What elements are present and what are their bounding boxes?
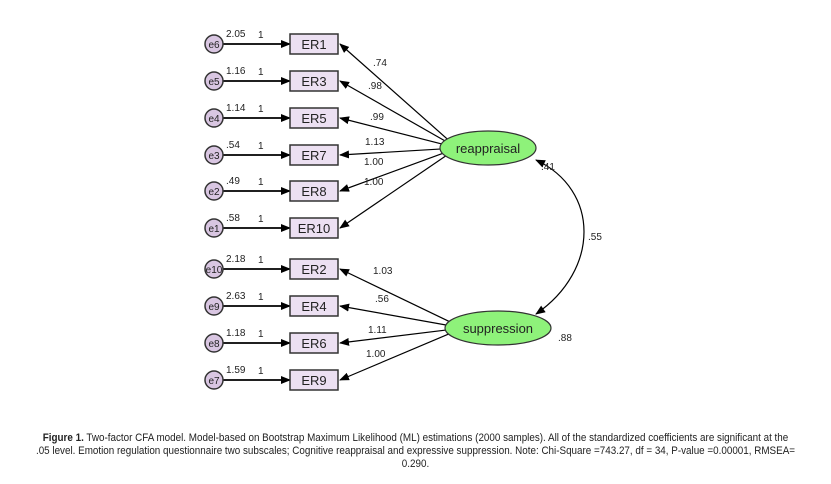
indicator-label: ER3 bbox=[301, 74, 326, 89]
indicator-label: ER4 bbox=[301, 299, 326, 314]
factor-loading-arrow bbox=[339, 153, 449, 229]
error-variance-label: 1.18 bbox=[226, 328, 246, 339]
fixed-path-label: 1 bbox=[258, 255, 264, 266]
error-term-e9 bbox=[204, 296, 224, 316]
indicator-box-er5 bbox=[289, 107, 339, 129]
error-term-label: e9 bbox=[208, 302, 220, 313]
error-term-label: e1 bbox=[208, 224, 220, 235]
error-term-e1 bbox=[204, 218, 224, 238]
loading-label: 1.00 bbox=[364, 177, 384, 188]
error-term-label: e5 bbox=[208, 77, 220, 88]
latent-label: reappraisal bbox=[456, 141, 520, 156]
indicator-label: ER6 bbox=[301, 336, 326, 351]
indicator-label: ER5 bbox=[301, 111, 326, 126]
error-variance-label: 1.16 bbox=[226, 66, 246, 77]
indicator-box-er4 bbox=[289, 295, 339, 317]
error-term-e8 bbox=[204, 333, 224, 353]
latent-suppression bbox=[444, 310, 552, 346]
factor-loading-arrow bbox=[339, 150, 449, 192]
indicator-box-er2 bbox=[289, 258, 339, 280]
error-variance-label: .49 bbox=[226, 176, 240, 187]
error-term-e3 bbox=[204, 145, 224, 165]
factor-loading-arrow bbox=[339, 331, 454, 381]
error-variance-label: .54 bbox=[226, 140, 240, 151]
latent-variance-label: .88 bbox=[558, 333, 572, 344]
covariance-arrow bbox=[535, 159, 585, 315]
factor-loading-arrow bbox=[339, 268, 454, 324]
loading-label: .74 bbox=[373, 58, 387, 69]
error-variance-label: 2.63 bbox=[226, 291, 246, 302]
fixed-path-label: 1 bbox=[258, 329, 264, 340]
indicator-box-er6 bbox=[289, 332, 339, 354]
caption-text: Two-factor CFA model. Model-based on Boo… bbox=[35, 432, 796, 470]
indicator-box-er1 bbox=[289, 33, 339, 55]
indicator-label: ER1 bbox=[301, 37, 326, 52]
factor-loading-arrow bbox=[339, 328, 454, 346]
loading-label: 1.03 bbox=[373, 266, 393, 277]
caption-label: Figure 1. bbox=[42, 432, 84, 444]
error-term-e4 bbox=[204, 108, 224, 128]
fixed-path-label: 1 bbox=[258, 67, 264, 78]
covariance-label: .55 bbox=[588, 232, 602, 243]
indicator-box-er10 bbox=[289, 217, 339, 239]
loading-label: .56 bbox=[375, 294, 389, 305]
error-variance-label: 1.59 bbox=[226, 365, 246, 376]
factor-loading-arrow bbox=[339, 303, 454, 327]
indicator-label: ER8 bbox=[301, 184, 326, 199]
error-variance-label: 2.05 bbox=[226, 29, 246, 40]
loading-label: .99 bbox=[370, 112, 384, 123]
error-term-e5 bbox=[204, 71, 224, 91]
fixed-path-label: 1 bbox=[258, 214, 264, 225]
indicator-label: ER9 bbox=[301, 373, 326, 388]
factor-loading-arrow bbox=[339, 43, 449, 141]
latent-label: suppression bbox=[463, 321, 533, 336]
figure-caption: Figure 1. Two-factor CFA model. Model-ba… bbox=[35, 432, 797, 471]
loading-label: 1.00 bbox=[364, 157, 384, 168]
latent-variance-label: .41 bbox=[541, 162, 555, 173]
fixed-path-label: 1 bbox=[258, 30, 264, 41]
error-term-e6 bbox=[204, 34, 224, 54]
error-term-label: e6 bbox=[208, 40, 220, 51]
factor-loading-arrow bbox=[339, 80, 449, 144]
error-term-e2 bbox=[204, 181, 224, 201]
error-variance-label: 2.18 bbox=[226, 254, 246, 265]
error-variance-label: .58 bbox=[226, 213, 240, 224]
error-term-e7 bbox=[204, 370, 224, 390]
error-term-label: e7 bbox=[208, 376, 220, 387]
indicator-box-er9 bbox=[289, 369, 339, 391]
error-variance-label: 1.14 bbox=[226, 103, 246, 114]
loading-label: 1.00 bbox=[366, 349, 386, 360]
fixed-path-label: 1 bbox=[258, 141, 264, 152]
error-term-e10 bbox=[204, 259, 224, 279]
loading-label: 1.13 bbox=[365, 137, 385, 148]
indicator-box-er3 bbox=[289, 70, 339, 92]
error-term-label: e10 bbox=[206, 265, 223, 276]
latent-reappraisal bbox=[439, 130, 537, 166]
indicator-label: ER7 bbox=[301, 148, 326, 163]
error-term-label: e2 bbox=[208, 187, 220, 198]
error-term-label: e3 bbox=[208, 151, 220, 162]
error-term-label: e4 bbox=[208, 114, 220, 125]
loading-label: .98 bbox=[368, 81, 382, 92]
indicator-label: ER10 bbox=[298, 221, 331, 236]
loading-label: 1.11 bbox=[368, 325, 387, 336]
covariance-arrowhead bbox=[535, 159, 546, 168]
fixed-path-label: 1 bbox=[258, 366, 264, 377]
fixed-path-label: 1 bbox=[258, 292, 264, 303]
error-term-label: e8 bbox=[208, 339, 220, 350]
factor-loading-arrow bbox=[339, 116, 449, 147]
indicator-label: ER2 bbox=[301, 262, 326, 277]
fixed-path-label: 1 bbox=[258, 104, 264, 115]
indicator-box-er8 bbox=[289, 180, 339, 202]
factor-loading-arrow bbox=[339, 147, 449, 159]
fixed-path-label: 1 bbox=[258, 177, 264, 188]
indicator-box-er7 bbox=[289, 144, 339, 166]
